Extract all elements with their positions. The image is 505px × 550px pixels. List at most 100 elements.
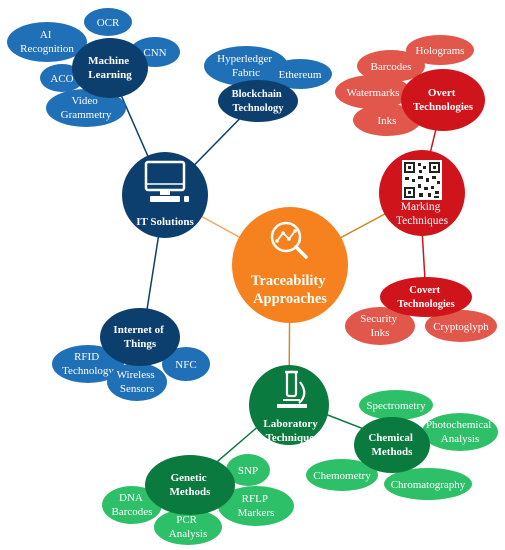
chem-leaf-photochemical-line1: Photochemical [426, 419, 491, 431]
bc-leaf-hyperledger-line2: Fabric [232, 67, 260, 79]
chem-leaf-spectrometry: Spectrometry [359, 390, 433, 420]
iot-leaf-wireless-line2: Sensors [120, 383, 154, 395]
gen-leaf-pcr: PCR Analysis [154, 509, 222, 545]
center-line2: Approaches [253, 291, 327, 307]
iot-node-line1: Internet of [113, 324, 164, 336]
svg-text:Video Grammetry: Video Grammetry [61, 95, 112, 121]
gen-leaf-dna-line2: Barcodes [112, 506, 153, 518]
covert-node-line2: Technologies [397, 299, 454, 310]
iot-leaf-nfc-line: NFC [175, 359, 196, 371]
gen-leaf-rflp-line1: RFLP [242, 493, 268, 505]
gen-leaf-pcr-line1: PCR [176, 514, 197, 526]
svg-text:Spectrometry: Spectrometry [366, 400, 426, 412]
magnifier-chart-icon [270, 221, 308, 259]
marking-node: Marking Techniques [379, 150, 465, 236]
computer-icon [144, 160, 189, 202]
svg-text:Chemical Methods: Chemical Methods [368, 432, 415, 458]
overt-node-line2: Technologies [413, 101, 474, 113]
chem-leaf-photochemical: Photochemical Analysis [422, 413, 498, 451]
gen-node-line2: Methods [170, 486, 212, 498]
microscope-icon [277, 370, 307, 408]
chem-node: Chemical Methods [354, 417, 430, 473]
gen-node: Genetic Methods [145, 455, 235, 515]
ml-leaf-ai-line2: Recognition [20, 43, 74, 55]
marking-node-line1: Marking [401, 201, 441, 213]
svg-text:ACO: ACO [50, 73, 73, 85]
iot-node-line2: Things [124, 338, 157, 350]
svg-text:SNP: SNP [238, 465, 258, 477]
ml-leaf-video-line1: Video [72, 95, 99, 107]
overt-leaf-watermarks: Watermarks [335, 75, 411, 109]
gen-leaf-dna-line1: DNA [119, 492, 143, 504]
it-solutions-label: IT Solutions [136, 216, 194, 228]
svg-text:CNN: CNN [143, 47, 166, 59]
svg-text:Blockchain Technology: Blockchain Technology [232, 89, 285, 114]
covert-leaf-security: Security Inks [345, 307, 415, 345]
ml-node: Machine Learning [72, 38, 148, 98]
gen-leaf-dna: DNA Barcodes [102, 486, 162, 524]
bc-node: Blockchain Technology [218, 80, 298, 122]
covert-leaf-security-line1: Security [360, 313, 397, 325]
chem-node-line1: Chemical [368, 432, 413, 444]
svg-text:Marking Techniques: Marking Techniques [396, 201, 449, 227]
lab-node-line1: Laboratory [263, 418, 318, 430]
svg-text:Cryptoglyph: Cryptoglyph [433, 321, 489, 333]
svg-text:Hyperledger Fabric: Hyperledger Fabric [217, 53, 275, 79]
overt-node: Overt Technologies [401, 69, 485, 131]
svg-text:Traceability Approaches: Traceability Approaches [251, 273, 329, 307]
svg-text:Internet of Things: Internet of Things [113, 324, 166, 350]
chem-leaf-spectrometry-line: Spectrometry [366, 400, 426, 412]
covert-leaf-cryptoglyph: Cryptoglyph [425, 310, 497, 342]
iot-node: Internet of Things [100, 308, 180, 366]
overt-leaf-watermarks-line: Watermarks [347, 87, 400, 99]
lab-node-line2: Techniques [266, 432, 320, 444]
ml-leaf-ai: AI Recognition [7, 22, 87, 62]
gen-leaf-rflp-line2: Markers [238, 507, 275, 519]
qr-code-icon [402, 160, 442, 200]
ml-leaf-cnn-line: CNN [143, 47, 166, 59]
svg-text:Laboratory Techniques: Laboratory Techniques [263, 418, 320, 444]
ml-leaf-ocr-line: OCR [97, 17, 120, 29]
svg-text:Ethereum: Ethereum [279, 69, 322, 81]
chem-node-line2: Methods [372, 446, 414, 458]
bc-node-line2: Technology [233, 103, 285, 114]
svg-text:RFLP Markers: RFLP Markers [238, 493, 275, 519]
svg-text:Chromatography: Chromatography [391, 479, 466, 491]
bc-leaf-ethereum: Ethereum [268, 59, 332, 89]
svg-text:RFID Technology: RFID Technology [62, 351, 114, 377]
svg-text:Wireless Sensors: Wireless Sensors [117, 369, 158, 395]
svg-text:Security Inks: Security Inks [360, 313, 399, 339]
svg-text:Holograms: Holograms [416, 45, 465, 57]
overt-leaf-inks: Inks [353, 104, 421, 136]
center-line1: Traceability [251, 273, 326, 289]
overt-leaf-barcodes-line: Barcodes [371, 61, 412, 73]
covert-node: Covert Technologies [380, 277, 472, 317]
bc-node-line1: Blockchain [232, 89, 282, 100]
chem-leaf-chromatography: Chromatography [384, 468, 472, 500]
bc-leaf-hyperledger-line1: Hyperledger [217, 53, 272, 65]
svg-text:PCR Analysis: PCR Analysis [169, 514, 208, 540]
svg-text:DNA Barcodes: DNA Barcodes [112, 492, 153, 518]
it-solutions-node: IT Solutions [122, 152, 208, 238]
traceability-center-node: Traceability Approaches [232, 207, 348, 323]
svg-text:OCR: OCR [97, 17, 120, 29]
lab-node: Laboratory Techniques [249, 365, 329, 445]
chem-leaf-chemometry: Chemometry [306, 459, 378, 491]
iot-leaf-nfc: NFC [162, 347, 210, 381]
svg-text:Covert Technologies: Covert Technologies [397, 285, 454, 310]
svg-text:Barcodes: Barcodes [371, 61, 412, 73]
ml-leaf-aco-line: ACO [50, 73, 73, 85]
overt-node-line1: Overt [428, 87, 456, 99]
gen-leaf-snp: SNP [226, 454, 270, 486]
chem-leaf-chemometry-line: Chemometry [313, 470, 371, 482]
svg-text:Machine Learning: Machine Learning [88, 55, 132, 81]
covert-leaf-security-line2: Inks [371, 327, 390, 339]
ml-node-line2: Learning [88, 69, 132, 81]
svg-text:Genetic Methods: Genetic Methods [170, 472, 212, 498]
gen-node-line1: Genetic [171, 472, 207, 484]
overt-leaf-holograms: Holograms [406, 35, 474, 65]
svg-text:Photochemical Analysis: Photochemical Analysis [426, 419, 494, 445]
ml-leaf-video: Video Grammetry [46, 89, 126, 127]
chem-leaf-photochemical-line2: Analysis [441, 433, 480, 445]
